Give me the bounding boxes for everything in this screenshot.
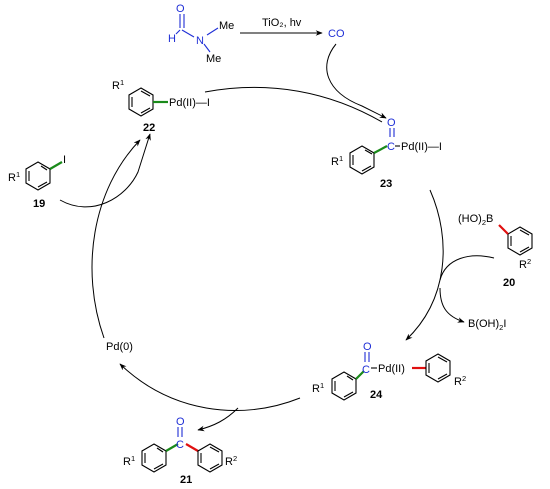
c23-pd-label: Pd(II)—I <box>401 141 442 153</box>
dmf-reagent: O H N Me Me <box>168 3 234 65</box>
byproduct-label: B(OH)2I <box>468 318 506 332</box>
dmf-methyl-bottom: Me <box>206 53 221 65</box>
dmf-hydrogen: H <box>168 33 176 45</box>
boronic-acid-entry <box>439 255 495 281</box>
c24-carbon: C <box>362 364 370 376</box>
c23-number: 23 <box>380 178 392 190</box>
c20-boron-label: (HO)2B <box>458 213 493 227</box>
top-cycle-arc <box>204 86 383 123</box>
c24-oxygen: O <box>363 341 372 353</box>
compound-22: R1 Pd(II)—I 22 <box>112 78 210 134</box>
compound-24: O C Pd(II) R1 R2 24 <box>312 341 466 401</box>
compound-23: O C Pd(II)—I R1 23 <box>331 117 442 190</box>
c22-number: 22 <box>143 122 155 134</box>
left-cycle-arc <box>91 139 141 339</box>
co-label: CO <box>328 28 345 40</box>
oxidative-addition-arrow <box>59 133 151 208</box>
c23-oxygen: O <box>387 117 396 129</box>
c21-number: 21 <box>180 474 192 486</box>
product-release-arrow <box>197 407 239 432</box>
c21-oxygen: O <box>176 416 185 428</box>
c20-number: 20 <box>503 277 515 289</box>
reductive-elimination-arc <box>119 363 301 412</box>
c22-pd-label: Pd(II)—I <box>169 97 210 109</box>
c21-carbon: C <box>176 439 184 451</box>
compound-19: I R1 19 <box>8 154 66 210</box>
co-insertion-arrow <box>326 43 387 119</box>
pd0-label: Pd(0) <box>106 341 133 353</box>
c20-r-label: R2 <box>519 257 531 271</box>
c24-number: 24 <box>370 389 383 401</box>
compound-20: (HO)2B R2 20 <box>458 213 533 289</box>
c23-carbon: C <box>387 141 395 153</box>
c19-number: 19 <box>33 198 45 210</box>
conditions-label: TiO₂, hv <box>262 17 302 29</box>
c24-r1-label: R1 <box>312 381 324 395</box>
compound-21: O C R1 R2 21 <box>123 416 237 486</box>
dmf-oxygen: O <box>176 3 185 15</box>
c23-r-label: R1 <box>331 154 343 168</box>
transmetalation-arc <box>405 189 444 341</box>
c19-iodine: I <box>63 154 66 166</box>
c24-r2-label: R2 <box>454 374 466 388</box>
c22-r-label: R1 <box>112 78 124 92</box>
c21-r1-label: R1 <box>123 454 135 468</box>
c19-r-label: R1 <box>8 170 20 184</box>
dmf-methyl-top: Me <box>219 20 234 32</box>
byproduct-exit-arrow <box>439 287 465 323</box>
dmf-nitrogen: N <box>196 35 204 47</box>
c24-pd-label: Pd(II) <box>378 363 405 375</box>
c21-r2-label: R2 <box>225 454 237 468</box>
